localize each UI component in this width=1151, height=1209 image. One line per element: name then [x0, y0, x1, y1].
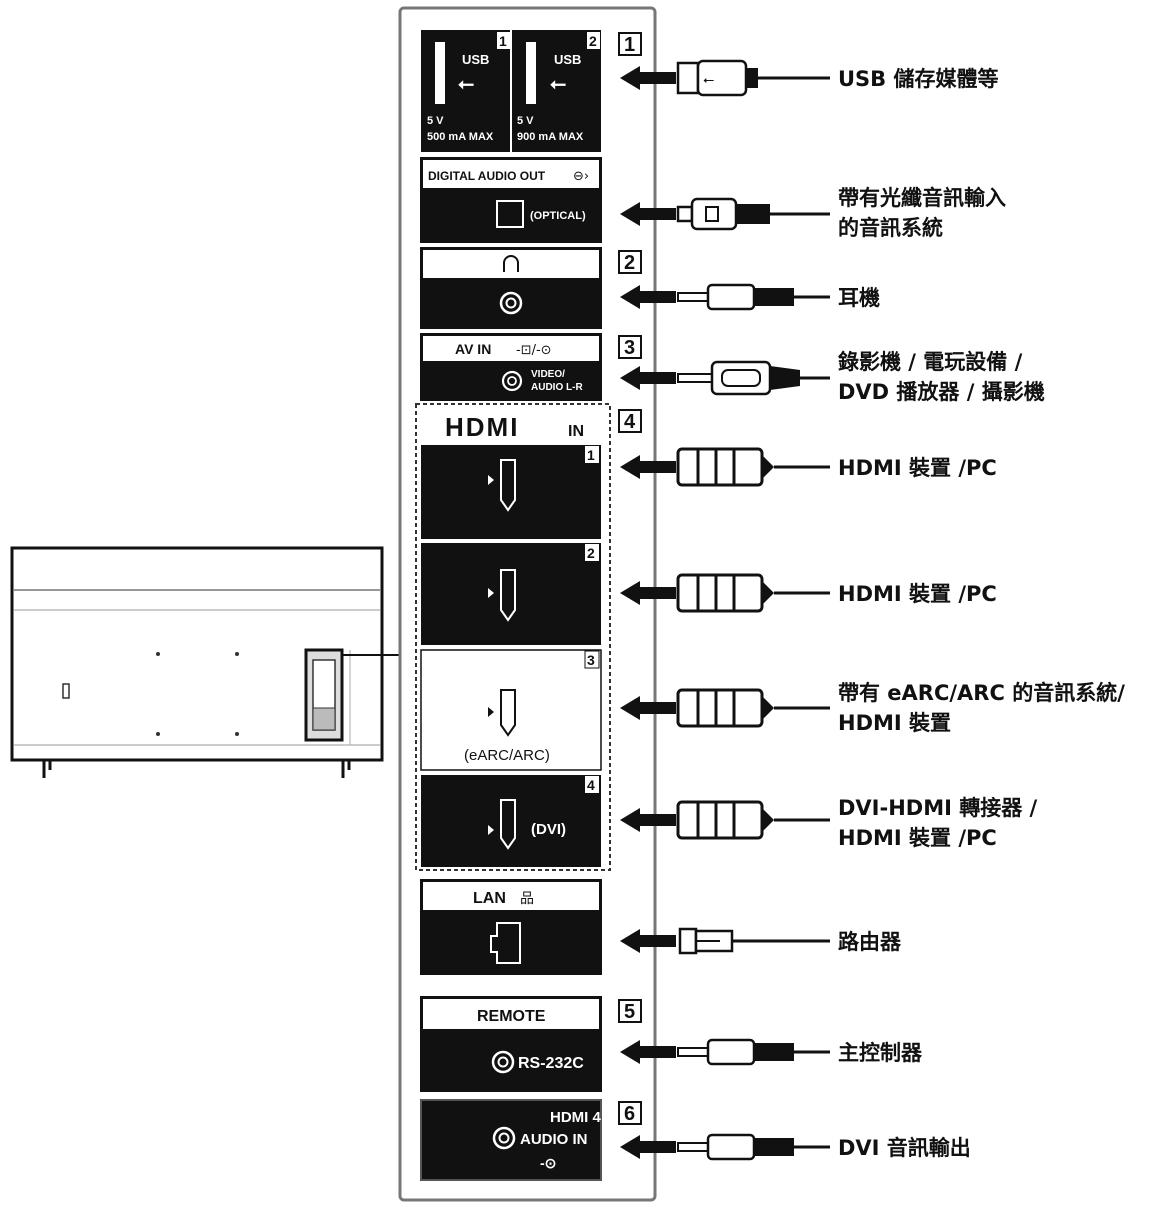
- usb1-icon: ⭠: [458, 73, 474, 95]
- marker-1: 1: [624, 34, 635, 56]
- lan-plug-icon: [678, 927, 830, 955]
- hdmi-block: HDMI IN 1 2 3 (eARC/ARC) 4 (DVI): [415, 403, 611, 871]
- digital-audio-block: DIGITAL AUDIO OUT ⊖› (OPTICAL): [420, 157, 602, 243]
- tv-rear-view: [10, 546, 400, 778]
- audio-plug-icon: [677, 1133, 830, 1161]
- arrow-hdmi2: [620, 581, 676, 605]
- optical-plug-icon: [676, 197, 830, 231]
- device-av-line1: 錄影機 / 電玩設備 /: [838, 350, 1023, 374]
- arrow-lan: [620, 929, 676, 953]
- hdmi-plug-icon-4: [676, 800, 830, 840]
- markers: 1 2 3 4 5 6: [618, 32, 642, 1125]
- usb-block: USB ⭠ 1 5 V 500 mA MAX USB ⭠ 2 5 V 900 m…: [421, 30, 601, 152]
- arrow-optical: [620, 202, 676, 226]
- hdmi-in-label: IN: [568, 423, 584, 440]
- headphone-block: [420, 247, 602, 329]
- device-hdmi4-line1: DVI-HDMI 轉接器 /: [838, 796, 1038, 820]
- marker-5: 5: [624, 1001, 635, 1023]
- arrow-remote: [620, 1040, 676, 1064]
- hdmi2-port-icon: [500, 569, 516, 622]
- remote-label: REMOTE: [477, 1008, 546, 1025]
- power-jack-icon: [62, 683, 70, 699]
- usb2-power-v: 5 V: [517, 115, 534, 127]
- usb2-num: 2: [589, 33, 597, 49]
- arrow-headphone: [620, 285, 676, 309]
- av-in-sub2: AUDIO L-R: [531, 382, 583, 393]
- arrows: [620, 66, 676, 1159]
- hdmi-plug-icon-1: [676, 447, 830, 487]
- av-plug-icon: [677, 360, 830, 396]
- optical-label: (OPTICAL): [530, 210, 586, 222]
- hdmi-audio-line1: HDMI 4: [550, 1109, 601, 1126]
- usb-plug-icon: ⭠: [676, 59, 830, 97]
- svg-text:⭠: ⭠: [703, 72, 714, 88]
- usb2-label: USB: [554, 52, 581, 67]
- device-labels: USB 儲存媒體等 帶有光纖音訊輸入 的音訊系統 耳機 錄影機 / 電玩設備 /…: [838, 67, 1125, 1160]
- rs232c-label: RS-232C: [518, 1055, 584, 1072]
- hdmi1-num: 1: [587, 447, 595, 463]
- marker-6: 6: [624, 1103, 635, 1125]
- usb1-power-v: 5 V: [427, 115, 444, 127]
- usb2-icon: ⭠: [550, 73, 566, 95]
- av-in-block: AV IN -⊡/-⊙ VIDEO/ AUDIO L-R: [420, 333, 602, 401]
- device-hdmi2: HDMI 裝置 /PC: [838, 582, 997, 606]
- hdmi4-num: 4: [587, 777, 595, 793]
- cables: ⭠: [676, 59, 830, 1161]
- arrow-usb: [620, 66, 676, 90]
- device-hdmi3-line1: 帶有 eARC/ARC 的音訊系統/: [838, 681, 1125, 705]
- arrow-hdmi1: [620, 455, 676, 479]
- usb1-label: USB: [462, 52, 489, 67]
- usb1-num: 1: [499, 33, 507, 49]
- arrow-hdmi-audio: [620, 1135, 676, 1159]
- device-av-line2: DVD 播放器 / 攝影機: [838, 380, 1045, 404]
- usb2-power-a: 900 mA MAX: [517, 131, 584, 143]
- device-lan: 路由器: [838, 930, 902, 954]
- input-icon: -⊡/-⊙: [516, 343, 552, 358]
- device-hdmi-audio: DVI 音訊輸出: [838, 1136, 971, 1160]
- hdmi-plug-icon-2: [676, 573, 830, 613]
- headphone-icon: [503, 255, 519, 272]
- hdmi-audio-line2: AUDIO IN: [520, 1131, 588, 1148]
- remote-block: REMOTE RS-232C: [420, 996, 602, 1092]
- hdmi-audio-in-block: HDMI 4 AUDIO IN -⊙: [420, 1099, 602, 1181]
- hdmi1-port-icon: [500, 459, 516, 512]
- network-icon: 品: [520, 891, 534, 907]
- digital-audio-label: DIGITAL AUDIO OUT: [428, 169, 546, 183]
- av-in-label: AV IN: [455, 341, 491, 357]
- hdmi-audio-input-icon: -⊙: [540, 1155, 556, 1171]
- hdmi3-note: (eARC/ARC): [464, 747, 550, 764]
- output-icon: ⊖›: [573, 169, 589, 184]
- device-optical-line2: 的音訊系統: [838, 216, 943, 240]
- headphone-plug-icon: [677, 283, 830, 311]
- device-hdmi1: HDMI 裝置 /PC: [838, 456, 997, 480]
- marker-3: 3: [624, 337, 635, 359]
- av-in-sub1: VIDEO/: [531, 369, 565, 380]
- device-usb: USB 儲存媒體等: [838, 67, 999, 91]
- device-hdmi3-line2: HDMI 裝置: [838, 711, 951, 735]
- hdmi3-port-icon: [500, 689, 516, 737]
- remote-plug-icon: [677, 1038, 830, 1066]
- lan-block: LAN 品: [420, 879, 602, 975]
- hdmi4-port-icon: [500, 799, 516, 850]
- arrow-av: [620, 366, 676, 390]
- arrow-hdmi3: [620, 696, 676, 720]
- hdmi4-note: (DVI): [531, 821, 566, 838]
- marker-2: 2: [624, 252, 635, 274]
- hdmi3-num: 3: [587, 652, 595, 668]
- device-headphone: 耳機: [838, 286, 880, 310]
- hdmi-plug-icon-3: [676, 688, 830, 728]
- lan-port-icon: [490, 922, 521, 964]
- device-optical-line1: 帶有光纖音訊輸入: [838, 186, 1006, 210]
- arrow-hdmi4: [620, 808, 676, 832]
- hdmi-logo: HDMI: [445, 412, 519, 442]
- hdmi2-num: 2: [587, 545, 595, 561]
- lan-label: LAN: [473, 890, 506, 907]
- marker-4: 4: [624, 411, 636, 433]
- device-remote: 主控制器: [838, 1041, 923, 1065]
- usb1-power-a: 500 mA MAX: [427, 131, 494, 143]
- optical-port-icon: [496, 200, 524, 228]
- device-hdmi4-line2: HDMI 裝置 /PC: [838, 826, 997, 850]
